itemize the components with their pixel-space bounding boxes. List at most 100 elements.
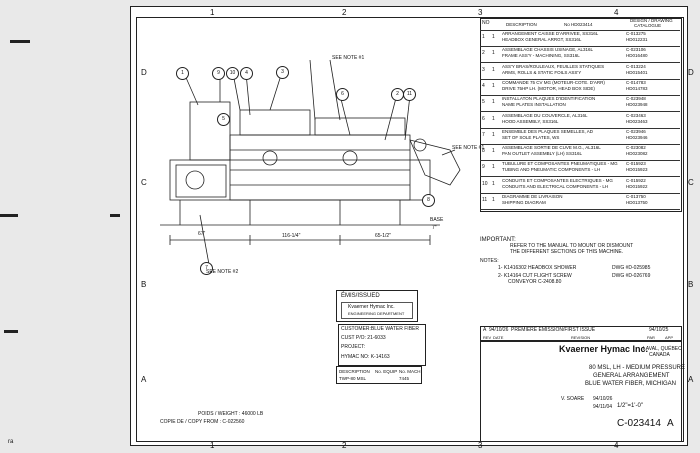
catalogue-code: C-023106 xyxy=(626,47,646,53)
catalogue-code: C-023948 xyxy=(626,96,646,102)
item-balloon: 9 xyxy=(212,67,225,80)
note-2: 2- K14164 CUT FLIGHT SCREW xyxy=(498,273,572,279)
dimension-label: 65-1/2" xyxy=(375,233,391,239)
revision-header-rev: REV xyxy=(483,335,492,340)
drawing-code: HD012231 xyxy=(626,37,648,42)
company-name: Kvaerner Hymac Inc. xyxy=(559,344,649,354)
description-fr: COMMANDE 75 CV MG (MOTEUR-COTE. D'ARR) xyxy=(502,79,605,85)
machine-drawing xyxy=(160,59,461,271)
equip-header-no-equip: No. EQUIP xyxy=(375,369,398,374)
description-en: NAME PLATES INSTALLATION xyxy=(502,102,566,108)
customer-project: PROJECT: xyxy=(341,344,366,350)
margin-mark: ra xyxy=(8,439,14,445)
item-number: 7 xyxy=(482,131,485,138)
zone-bottom-2: 2 xyxy=(342,441,347,450)
note-2-dwg: DWG #D-026769 xyxy=(612,273,651,279)
description-fr: ASSEMBLAGE CHASSIS USINAGE, AL316L xyxy=(502,47,594,53)
description-en: HOOD ASSEMBLY, SS316L xyxy=(502,118,559,124)
zone-top-3: 3 xyxy=(478,8,483,17)
equip-header-no-mach: No. MACH xyxy=(399,369,421,374)
item-number: 10 xyxy=(482,180,488,187)
item-qty: 1 xyxy=(492,115,495,122)
revision-header-app: APP xyxy=(665,335,674,340)
drawing-code: HD013750 xyxy=(626,200,648,205)
item-qty: 1 xyxy=(492,82,495,89)
revision-header-par: PAR xyxy=(647,335,655,340)
zone-top-2: 2 xyxy=(342,8,347,17)
zone-side-b-right: B xyxy=(688,280,694,289)
drawing-number: C-023414 xyxy=(617,418,661,429)
description-fr: ARRANGEMENT CAISSE D'ARRIVEE, SS316L xyxy=(502,31,599,36)
catalogue-code: C-023463 xyxy=(626,112,646,118)
item-balloon: 11 xyxy=(403,88,416,101)
zone-side-d-right: D xyxy=(688,68,694,77)
zone-bottom-4: 4 xyxy=(614,441,619,450)
date-2: 94/11/04 xyxy=(593,404,613,410)
company-country: CANADA xyxy=(649,352,670,358)
customer-box: CUSTOMER:BLUE WATER FIBER CUST P/O: 21-6… xyxy=(338,324,426,366)
catalogue-code: C-014783 xyxy=(626,79,646,85)
title-line-1: 80 MSL, LH - MEDIUM PRESSURE xyxy=(589,365,686,371)
scan-mark xyxy=(4,330,18,333)
description-en: DRIVE 75HP LH. (MOTOR, HEAD BOX SIDE) xyxy=(502,85,595,91)
important-text: REFER TO THE MANUAL TO MOUNT OR DISMOUNT xyxy=(510,243,634,249)
description-fr: ASSEMBLAGE SORTIE DE CUVE M.G., AL316L xyxy=(502,145,601,151)
drawing-code: HD023463 xyxy=(626,118,648,124)
item-balloon: 3 xyxy=(276,66,289,79)
item-number: 11 xyxy=(482,197,488,203)
description-fr: ASS'Y BRAS/ROULEAUX, FEUILLES STATIQUES xyxy=(502,63,605,69)
see-note-label: SEE NOTE #1 xyxy=(332,55,365,61)
note-1: 1- K1416302 HEADBOX SHOWER xyxy=(498,265,577,271)
item-balloon: 10 xyxy=(226,67,239,80)
equip-header-description: DESCRIPTION xyxy=(339,369,370,374)
header-catalogue: CATALOGUE xyxy=(634,23,662,28)
header-item: NO xyxy=(482,20,490,26)
zone-top-1: 1 xyxy=(210,8,215,17)
description-fr: ENSEMBLE DES PLAQUES SEMELLES, AD xyxy=(502,128,594,134)
item-number: 3 xyxy=(482,66,485,73)
catalogue-code: C-015923 xyxy=(626,161,646,167)
item-balloon: 8 xyxy=(422,194,435,207)
drawing-code: HD023946 xyxy=(626,134,648,140)
item-balloon: 6 xyxy=(336,88,349,101)
note-2-line2: CONVEYOR C-2408.80 xyxy=(508,279,562,285)
revision-header-desc: REVISION xyxy=(571,335,591,340)
catalogue-code: C-023082 xyxy=(626,145,646,151)
drawn-by: V. SOARE xyxy=(561,396,585,402)
item-number: 4 xyxy=(482,82,485,89)
item-qty: 1 xyxy=(492,131,495,138)
zone-side-c-right: C xyxy=(688,178,694,187)
zone-side-a-right: A xyxy=(688,375,694,384)
drawing-code: HD023082 xyxy=(626,151,648,157)
stamp-box: Kvaerner Hymac Inc. ENGINEERING DEPARTME… xyxy=(341,302,413,319)
item-number: 5 xyxy=(482,99,485,106)
scale: 1/2"=1'-0" xyxy=(617,403,643,409)
catalogue-code: C-023946 xyxy=(626,128,646,134)
date-1: 94/10/26 xyxy=(593,396,613,402)
equip-description: TWP-80 MSL xyxy=(339,376,367,381)
description-fr: INSTALLATON PLAQUES D'IDENTIFICATION xyxy=(502,96,596,102)
item-qty: 1 xyxy=(492,34,495,40)
revision-header-date: DATE xyxy=(493,335,504,340)
item-qty: 1 xyxy=(492,180,495,187)
revision-block: A 94/10/26 PREMIERE EMISSION/FIRST ISSUE… xyxy=(480,326,682,342)
zone-side-d: D xyxy=(141,68,147,77)
scan-mark xyxy=(0,214,18,217)
equip-mach-no: 7445 xyxy=(399,376,410,381)
item-number: 2 xyxy=(482,50,485,57)
description-en: PAN OUTLET ASSEMBLY (LH) SS316L xyxy=(502,151,582,157)
zone-bottom-1: 1 xyxy=(210,441,215,450)
description-fr: ASSEMBLAGE DU COUVERCLE, AL316L xyxy=(502,112,588,118)
item-balloon: 1 xyxy=(176,67,189,80)
drawing-code: HD016480 xyxy=(626,53,648,59)
header-design: DESIGN / DRAWING xyxy=(630,18,673,23)
item-number: 6 xyxy=(482,115,485,122)
base-label: BASE xyxy=(430,217,444,223)
item-number: 9 xyxy=(482,164,485,171)
